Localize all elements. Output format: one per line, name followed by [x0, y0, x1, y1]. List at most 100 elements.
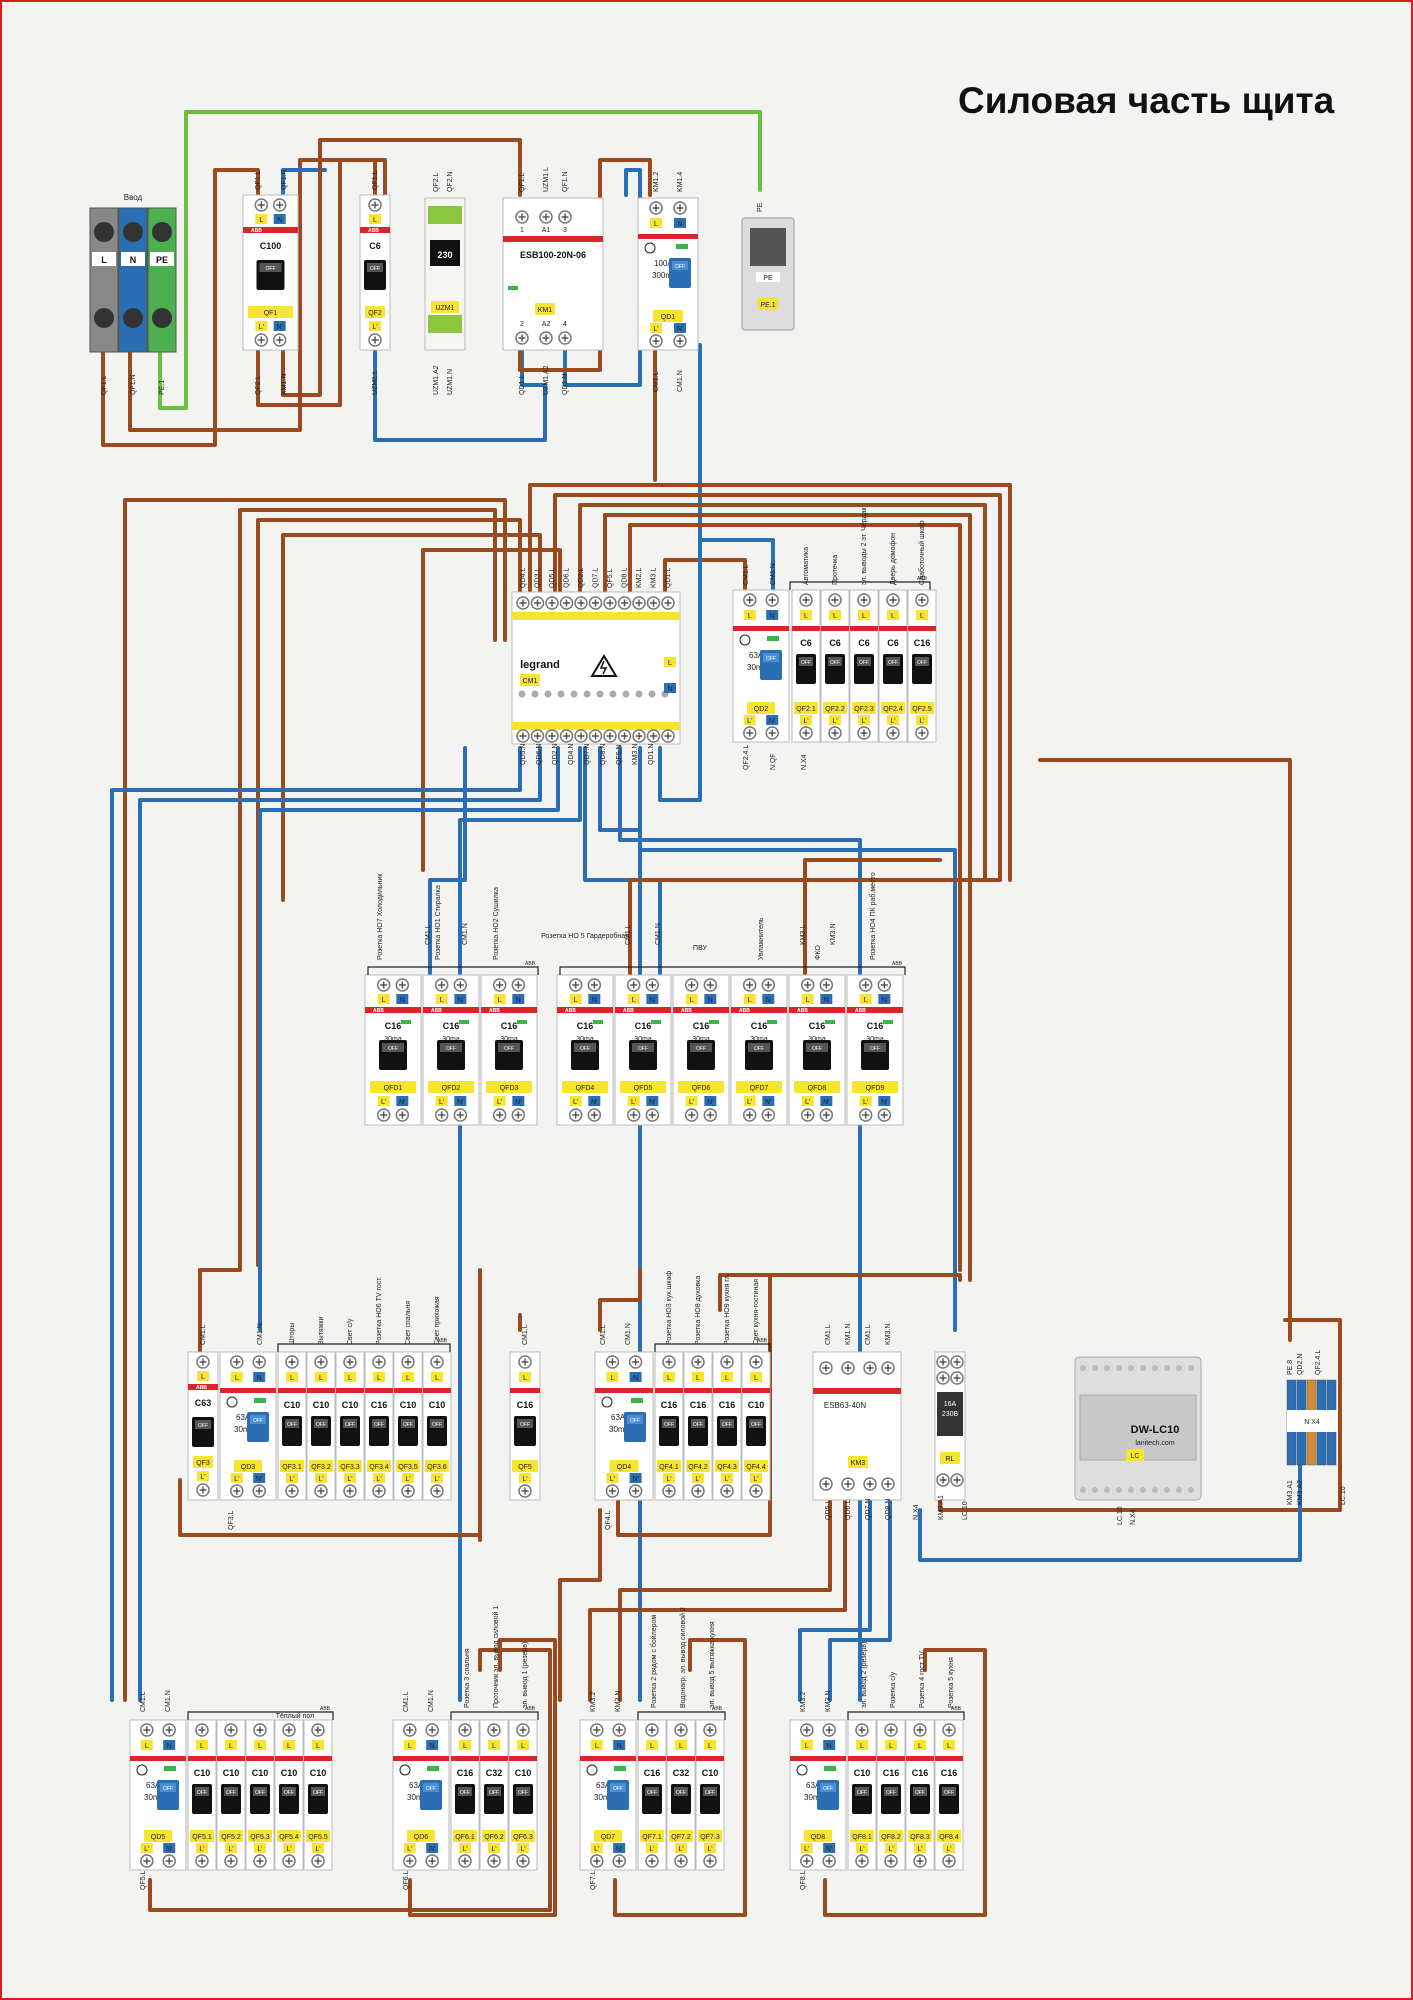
screw-terminal [742, 1108, 757, 1122]
abb-stripe [684, 1388, 712, 1393]
id-tag [367, 1460, 391, 1472]
controller-terminal [1092, 1365, 1098, 1371]
terminal-caption: N X4 [1304, 1419, 1320, 1426]
screw-terminal [458, 1723, 472, 1737]
screw-terminal [841, 1477, 855, 1491]
screw-terminal [881, 1361, 895, 1375]
toggle-window [884, 1787, 898, 1796]
toggle-state: OFF [388, 1046, 398, 1052]
toggle-window [372, 1419, 386, 1428]
screw-terminal [376, 1108, 391, 1122]
screw-slot [945, 1857, 953, 1865]
circuit-label: QF4.L [605, 1510, 612, 1530]
terminal-letter-text: L [610, 1375, 614, 1382]
indicator [651, 1020, 661, 1024]
screw-terminal [645, 1854, 659, 1868]
screw-terminal [253, 1723, 267, 1737]
screw-slot [746, 981, 754, 989]
id-tag [370, 1081, 416, 1093]
terminal-block-right: N X4 [1286, 1379, 1337, 1466]
terminal-letter-text: L' [522, 1476, 527, 1483]
screw-slot [953, 1476, 961, 1484]
wire-cm-right1 [528, 483, 1012, 882]
circuit-label: CM1.L [653, 371, 660, 392]
terminal-letter-text: N' [632, 1476, 638, 1483]
screw-terminal [632, 596, 646, 610]
screw-slot [608, 1358, 616, 1366]
test-button-icon [739, 634, 751, 646]
device-id: QD8 [811, 1834, 826, 1841]
terminal-letter [650, 218, 662, 228]
db-bottom-wire-label: KM3.N [632, 744, 639, 765]
screw-terminal [628, 1355, 643, 1369]
terminal-letter-text: L [708, 1743, 712, 1750]
circuit-label: CM1.N [677, 370, 684, 392]
id-tag [338, 1460, 362, 1472]
terminal-letter-text: L' [372, 324, 377, 331]
screw-slot [572, 981, 580, 989]
breaker-rating: C10 [194, 1768, 211, 1778]
screw-slot [518, 213, 526, 221]
id-tag [453, 1830, 477, 1842]
abb-stripe [848, 1756, 876, 1761]
device-id: QF8.3 [910, 1834, 930, 1841]
screw-terminal [819, 1477, 833, 1491]
id-tag [431, 301, 459, 313]
id-tag [657, 1460, 681, 1472]
screw-terminal [196, 1483, 210, 1497]
screw-terminal [558, 210, 572, 224]
terminal-letter-text: L [373, 217, 377, 224]
screw-slot [889, 729, 897, 737]
abb-logo: ABB [431, 1008, 442, 1014]
screw-slot [822, 1111, 830, 1119]
abb-stripe [217, 1756, 245, 1761]
terminal-letter-text: L' [594, 1846, 599, 1853]
rcd-rating: 63A [146, 1781, 161, 1790]
screw-terminal [487, 1854, 501, 1868]
screw-terminal [858, 1108, 873, 1122]
screw-slot [884, 1364, 892, 1372]
terminal-letter-text: L' [678, 1846, 683, 1853]
screw-terminal [617, 596, 632, 610]
terminal-letter-text: L' [695, 1476, 700, 1483]
screw-slot [276, 336, 284, 344]
device-id: QF3.3 [340, 1464, 360, 1471]
screw-slot [288, 1487, 296, 1495]
pin-number: A2 [542, 321, 551, 328]
bottom-circuit-label: Розетка 3 спальня [464, 1648, 471, 1708]
terminal-letter-text: L [258, 1743, 262, 1750]
screw-terminal [819, 978, 834, 992]
breaker-rating: C16 [517, 1400, 534, 1410]
screw-terminal [515, 331, 529, 345]
screw-slot [918, 729, 926, 737]
screw-terminal [511, 978, 526, 992]
screw-slot [752, 1487, 760, 1495]
abb-stripe [481, 1007, 537, 1013]
terminal-letter [273, 214, 286, 224]
screw-terminal [574, 596, 588, 610]
screw-slot [858, 1726, 866, 1734]
circuit-label: KM3.A1 [1287, 1480, 1294, 1505]
terminal-letter [373, 1372, 385, 1382]
indicator [883, 1020, 893, 1024]
toggle-window [820, 1783, 836, 1792]
wire-cm-right3 [578, 503, 987, 882]
screw-terminal [936, 1473, 950, 1487]
terminal-letter [254, 1843, 266, 1853]
device-id: QF7.3 [700, 1834, 720, 1841]
toggle-state: OFF [857, 1790, 867, 1796]
screw-slot [276, 201, 284, 209]
screw-slot [514, 1111, 522, 1119]
id-tag [248, 306, 293, 318]
toggle-window [458, 1787, 472, 1796]
screw-slot [534, 599, 541, 607]
screw-slot [831, 729, 839, 737]
screw-slot [650, 599, 657, 607]
